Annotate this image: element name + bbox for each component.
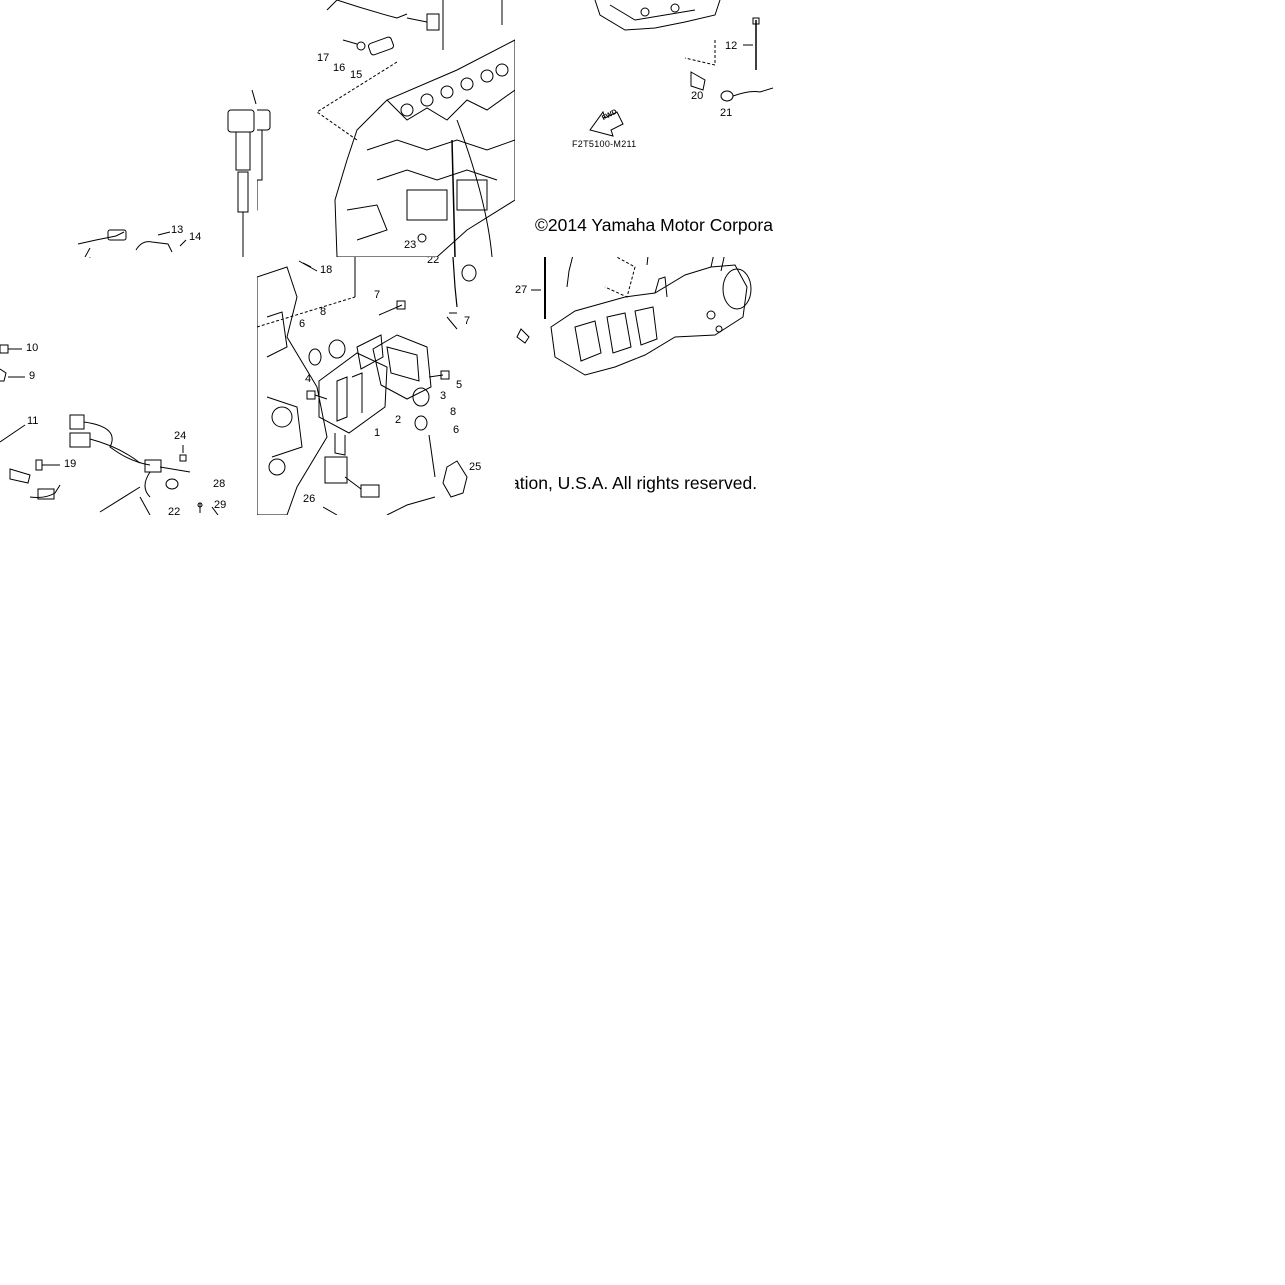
callout-28: 28: [213, 478, 226, 490]
callout-20: 20: [691, 90, 704, 102]
callout-22-mid: 22: [427, 257, 440, 266]
callout-23-head: 23: [404, 239, 417, 251]
callout-7-right: 7: [464, 315, 471, 327]
callout-18: 18: [320, 264, 333, 276]
sensors-drawing: [0, 257, 219, 515]
callout-11: 11: [27, 415, 39, 427]
diagram-tile-exhaust: 27 ation, U.S.A. All rights reserved.: [515, 257, 773, 515]
crankcase-drawing: [589, 0, 773, 137]
drawing-code: F2T5100-M211: [572, 139, 637, 149]
callout-1: 1: [374, 427, 381, 439]
callout-24: 24: [174, 430, 187, 442]
callout-6-top: 6: [299, 318, 306, 330]
callout-29: 29: [214, 499, 227, 511]
callout-13: 13: [171, 224, 184, 236]
callout-17: 17: [317, 52, 330, 64]
callout-6-bottom: 6: [453, 424, 460, 436]
callout-27: 27: [515, 284, 528, 296]
cylinder-head-drawing: [257, 0, 515, 257]
callout-2: 2: [395, 414, 402, 426]
diagram-tile-crankcase: 12 20 21 FWD F2T5100-M211 ©2014 Yamaha M…: [515, 0, 773, 257]
sensor-13-14-drawing: [77, 89, 257, 257]
callout-19: 19: [64, 458, 77, 470]
exhaust-manifold-drawing: [516, 257, 752, 376]
callout-10: 10: [26, 342, 39, 354]
callout-4: 4: [305, 373, 312, 385]
callout-3: 3: [440, 390, 447, 402]
diagram-tile-sensor-13-14: 13 14: [0, 0, 257, 257]
callout-8-top: 8: [320, 306, 327, 318]
callout-5: 5: [456, 379, 463, 391]
ecm-drawing: [257, 257, 477, 515]
diagram-tile-ecm: 18 22 7 7 6 8 4 5 3 2 8 1 6 25 26: [257, 257, 515, 515]
callout-12: 12: [725, 40, 738, 52]
copyright-line-2: ation, U.S.A. All rights reserved.: [515, 473, 758, 493]
diagram-tile-sensors-left: 10 9 11 24 19 28 29 22: [0, 257, 257, 515]
callout-22-left: 22: [168, 506, 181, 516]
callout-7-top: 7: [374, 289, 381, 301]
callout-8-bottom: 8: [450, 406, 457, 418]
callout-16: 16: [333, 62, 346, 74]
callout-15: 15: [350, 69, 363, 81]
callout-9: 9: [29, 370, 36, 382]
callout-25: 25: [469, 461, 482, 473]
callout-26: 26: [303, 493, 316, 505]
callout-14: 14: [189, 231, 202, 243]
copyright-line-1: ©2014 Yamaha Motor Corpora: [535, 215, 773, 235]
diagram-tile-cylinder-head: 17 16 15 23: [257, 0, 515, 257]
callout-21: 21: [720, 107, 733, 119]
